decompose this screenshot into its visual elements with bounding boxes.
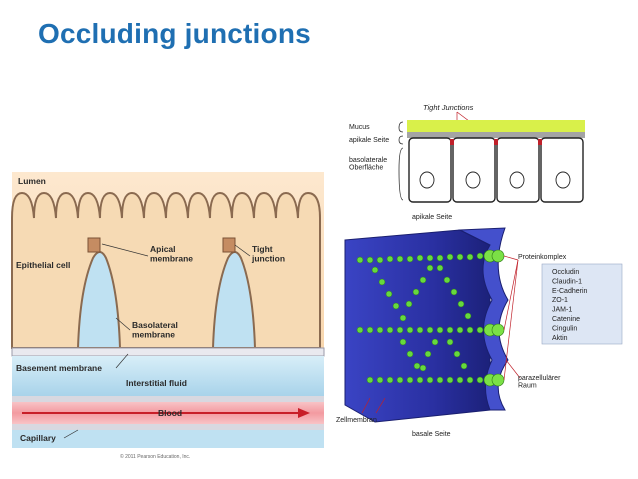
protein-list-item: E-Cadherin — [552, 288, 588, 295]
label-mucus: Mucus — [349, 124, 370, 131]
label-capillary: Capillary — [20, 433, 56, 443]
capillary-wall-bottom — [12, 424, 324, 430]
capillary-wall-top — [12, 396, 324, 402]
lateral-space-1 — [76, 251, 122, 349]
protein-list-item: Aktin — [552, 335, 568, 342]
mucus-layer — [407, 120, 585, 132]
label-tight-junctions: Tight Junctions — [423, 103, 474, 112]
protein-list-item: Cingulin — [552, 325, 577, 332]
label-protein-complex: Proteinkomplex — [518, 254, 567, 261]
slide-title: Occluding junctions — [38, 18, 311, 49]
lateral-space-2 — [211, 251, 257, 349]
interstitial-fluid-band — [12, 356, 324, 396]
tight-junction-1 — [87, 237, 101, 253]
tight-junctions-overview: Tight Junctions Mucus apikale Seite baso… — [349, 103, 585, 203]
basement-membrane-band — [11, 347, 325, 357]
tight-junction-marks — [450, 139, 542, 145]
tight-junction-2 — [222, 237, 236, 253]
cell-nuclei — [419, 171, 571, 189]
label-apical-side-bottom: apikale Seite — [412, 214, 452, 221]
below-capillary — [12, 430, 324, 448]
protein-list: OccludinClaudin-1E-CadherinZO-1JAM-1Cate… — [552, 269, 588, 342]
label-interstitial-fluid: Interstitial fluid — [126, 378, 187, 388]
protein-legend-box — [541, 263, 623, 345]
label-basal-side: basale Seite — [412, 431, 451, 438]
epithelial-cell-row — [408, 137, 584, 203]
tight-junction-protein-diagram: apikale Seite OccludinClaudin-1E-Cadheri… — [336, 214, 623, 438]
cell-membrane-right — [458, 227, 509, 411]
microvilli-strip — [407, 132, 585, 138]
label-apical-side-top: apikale Seite — [349, 137, 389, 144]
protein-list-item: Claudin-1 — [552, 278, 582, 285]
protein-list-item: JAM-1 — [552, 307, 572, 314]
junction-contacts — [483, 249, 505, 387]
label-cell-membrane: Zellmembran — [336, 417, 377, 424]
protein-list-item: Catenine — [552, 316, 580, 323]
protein-list-item: Occludin — [552, 269, 579, 276]
blood-flow-arrowhead — [298, 408, 310, 418]
copyright-notice: © 2011 Pearson Education, Inc. — [120, 453, 190, 460]
protein-strands — [356, 252, 484, 384]
protein-list-item: ZO-1 — [552, 297, 568, 304]
label-lumen: Lumen — [18, 176, 46, 186]
label-epithelial-cell: Epithelial cell — [16, 260, 70, 270]
label-basement-membrane: Basement membrane — [16, 363, 102, 373]
label-blood: Blood — [158, 408, 182, 418]
